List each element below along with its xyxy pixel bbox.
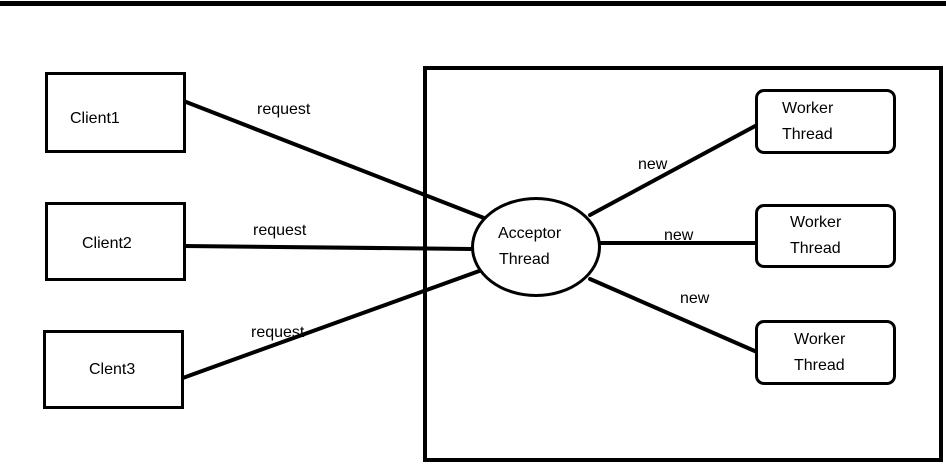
new-label-1: new (638, 156, 668, 173)
request-line-client3 (178, 268, 484, 381)
acceptor-thread-node: Acceptor Thread (471, 197, 601, 297)
new-label-2: new (664, 227, 694, 244)
worker2-label-line2: Thread (790, 240, 841, 257)
worker-thread-2: Worker Thread (755, 204, 896, 268)
worker1-label-line1: Worker (782, 99, 834, 117)
top-border-line (0, 1, 946, 6)
client3-box: Clent3 (43, 330, 184, 409)
worker2-label-line1: Worker (790, 214, 842, 231)
worker1-label-line2: Thread (782, 125, 833, 143)
request-line-client1 (179, 98, 486, 220)
worker-thread-3: Worker Thread (755, 320, 896, 385)
request-label-1: request (257, 101, 311, 118)
worker-thread-1: Worker Thread (755, 89, 896, 154)
client2-box: Client2 (45, 202, 186, 281)
worker3-label-line2: Thread (794, 356, 845, 374)
worker3-label-line1: Worker (794, 330, 846, 348)
acceptor-label-line1: Acceptor (498, 225, 562, 242)
new-line-worker1 (588, 123, 759, 217)
request-label-3: request (251, 324, 305, 341)
new-line-worker3 (588, 277, 759, 354)
acceptor-label-line2: Thread (499, 251, 550, 268)
new-label-3: new (680, 290, 710, 307)
client2-label: Client2 (82, 234, 132, 252)
client1-label: Client1 (70, 109, 120, 127)
client3-label: Clent3 (89, 360, 136, 378)
client1-box: Client1 (45, 72, 186, 153)
request-label-2: request (253, 222, 307, 239)
server-container (423, 66, 943, 462)
